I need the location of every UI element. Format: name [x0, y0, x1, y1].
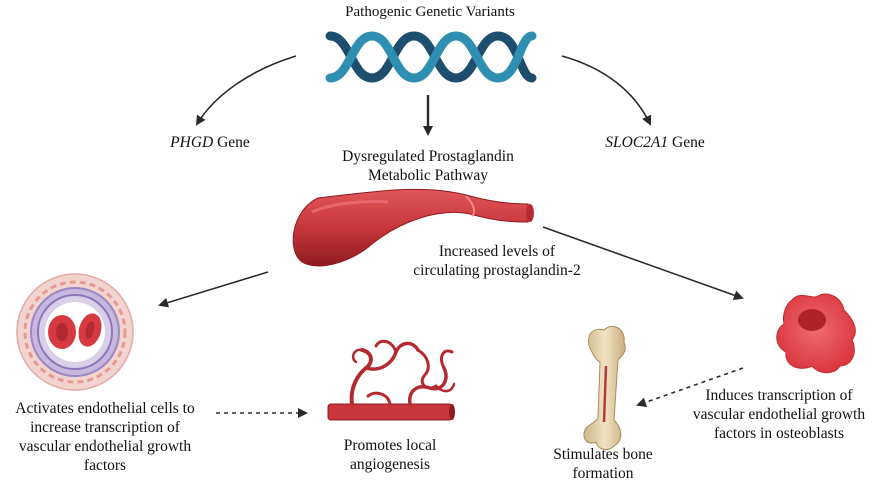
circulating-label: Increased levels of circulating prostagl…: [384, 242, 610, 280]
gene-phgd-suffix: Gene: [213, 134, 250, 151]
arrow-to-phgd: [195, 55, 297, 126]
bone-line1: Stimulates bone: [553, 446, 653, 463]
bone-line2: formation: [572, 465, 634, 482]
endothelial-line3: vascular endothelial growth: [18, 438, 192, 455]
osteoblast-line1: Induces transcription of: [705, 387, 853, 404]
arrows: [158, 55, 744, 418]
angiogenesis-label: Promotes local angiogenesis: [320, 436, 460, 474]
endothelial-line1: Activates endothelial cells to: [15, 400, 195, 417]
dashed-arrow-to-bone: [636, 367, 744, 408]
capillary-network-icon: [327, 339, 456, 421]
angiogenesis-line2: angiogenesis: [349, 456, 431, 473]
circulating-line2: circulating prostaglandin-2: [413, 262, 581, 279]
arrow-to-sloc2a1: [561, 55, 652, 126]
endothelial-line2: increase transcription of: [30, 419, 180, 436]
endothelial-label: Activates endothelial cells to increase …: [0, 399, 210, 475]
pathway-label: Dysregulated Prostaglandin Metabolic Pat…: [310, 147, 546, 185]
arrow-to-osteoblast: [542, 226, 744, 301]
gene-phgd-name: PHGD: [170, 134, 214, 151]
dna-helix-icon: [325, 31, 537, 83]
endothelial-line4: factors: [83, 457, 127, 474]
bone-icon: [583, 326, 626, 450]
osteoblast-line3: factors in osteoblasts: [713, 425, 844, 442]
blood-vessel-icon: [292, 188, 534, 267]
circulating-line1: Increased levels of: [438, 243, 556, 260]
bone-label: Stimulates bone formation: [538, 445, 668, 483]
angiogenesis-line1: Promotes local: [343, 437, 437, 454]
pathway-line2: Metabolic Pathway: [367, 167, 489, 184]
osteoblast-line2: vascular endothelial growth: [692, 406, 866, 423]
gene-sloc2a1-name: SLOC2A1: [605, 134, 669, 151]
gene-sloc2a1-suffix: Gene: [668, 134, 705, 151]
gene-phgd-label: PHGD Gene: [140, 133, 280, 152]
osteoblast-label: Induces transcription of vascular endoth…: [676, 386, 882, 443]
pathway-line1: Dysregulated Prostaglandin: [342, 148, 514, 165]
gene-sloc2a1-label: SLOC2A1 Gene: [575, 133, 735, 152]
title-pathogenic-variants: Pathogenic Genetic Variants: [345, 4, 515, 20]
osteoblast-cell-icon: [776, 293, 856, 374]
vessel-cross-section-icon: [16, 273, 134, 391]
arrow-to-endothelial: [158, 271, 269, 308]
